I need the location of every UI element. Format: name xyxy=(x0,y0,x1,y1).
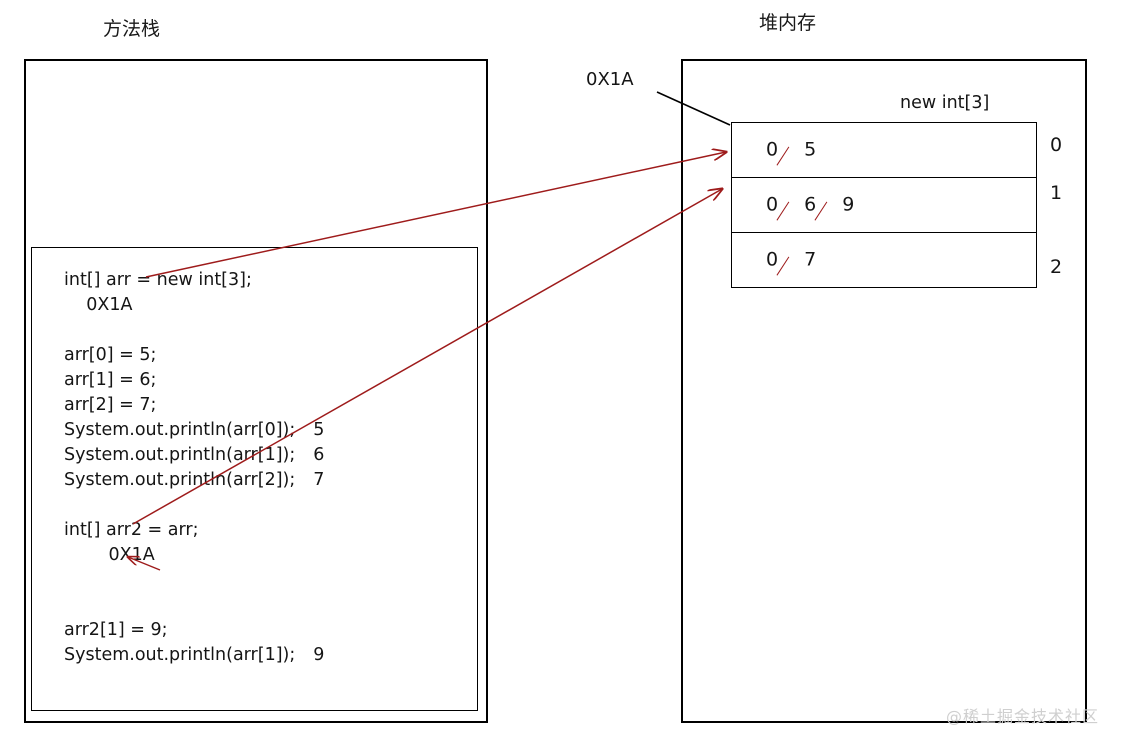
code-text: int[] arr2 = arr; xyxy=(64,520,199,540)
code-output-value: 7 xyxy=(313,470,325,490)
code-text: System.out.println(arr[1]); xyxy=(64,445,296,465)
array-value: 5 xyxy=(804,138,817,161)
array-index-0: 0 xyxy=(1050,134,1063,156)
heap-title: 堆内存 xyxy=(759,12,817,34)
code-text: 0X1A xyxy=(64,295,133,315)
code-text: System.out.println(arr[0]); xyxy=(64,420,296,440)
array-value-struck: 0 xyxy=(766,193,779,216)
code-line: arr[2] = 7; xyxy=(64,393,464,418)
stack-title: 方法栈 xyxy=(103,18,161,40)
array-row: 0 6 9 xyxy=(732,178,1036,233)
code-line: arr2[1] = 9; xyxy=(64,618,464,643)
array-cell: 0 6 9 xyxy=(766,193,880,216)
code-line: int[] arr = new int[3]; xyxy=(64,268,464,293)
code-text: System.out.println(arr[2]); xyxy=(64,470,296,490)
code-line xyxy=(64,318,464,343)
heap-reference-label: 0X1A xyxy=(586,69,634,90)
code-block: int[] arr = new int[3]; 0X1A arr[0] = 5; a… xyxy=(64,268,464,668)
code-text: 0X1A xyxy=(64,545,155,565)
code-text: arr[2] = 7; xyxy=(64,395,157,415)
code-line: arr[1] = 6; xyxy=(64,368,464,393)
code-text: arr2[1] = 9; xyxy=(64,620,168,640)
array-index-2: 2 xyxy=(1050,256,1063,278)
array-value: 9 xyxy=(842,193,855,216)
code-frame: int[] arr = new int[3]; 0X1A arr[0] = 5; a… xyxy=(31,247,478,711)
code-line: System.out.println(arr[2]); 7 xyxy=(64,468,464,493)
array-index-1: 1 xyxy=(1050,182,1063,204)
code-line: System.out.println(arr[0]); 5 xyxy=(64,418,464,443)
code-line: System.out.println(arr[1]); 6 xyxy=(64,443,464,468)
array-value-struck: 6 xyxy=(804,193,817,216)
array-value-struck: 0 xyxy=(766,138,779,161)
code-line xyxy=(64,568,464,593)
code-text: arr[1] = 6; xyxy=(64,370,157,390)
watermark: @稀土掘金技术社区 xyxy=(946,707,1100,726)
code-text: int[] arr = new int[3]; xyxy=(64,270,252,290)
code-line: int[] arr2 = arr; xyxy=(64,518,464,543)
code-text: arr[0] = 5; xyxy=(64,345,157,365)
code-line: arr[0] = 5; xyxy=(64,343,464,368)
code-output-value: 6 xyxy=(313,445,325,465)
array-type-label: new int[3] xyxy=(900,93,990,113)
code-line: System.out.println(arr[1]); 9 xyxy=(64,643,464,668)
array-value: 7 xyxy=(804,248,817,270)
code-output-value: 9 xyxy=(313,645,325,665)
code-output-value: 5 xyxy=(313,420,325,440)
code-line xyxy=(64,493,464,518)
code-text: System.out.println(arr[1]); xyxy=(64,645,296,665)
code-line: 0X1A xyxy=(64,543,464,568)
code-line xyxy=(64,593,464,618)
array-value-struck: 0 xyxy=(766,248,779,270)
code-line: 0X1A xyxy=(64,293,464,318)
